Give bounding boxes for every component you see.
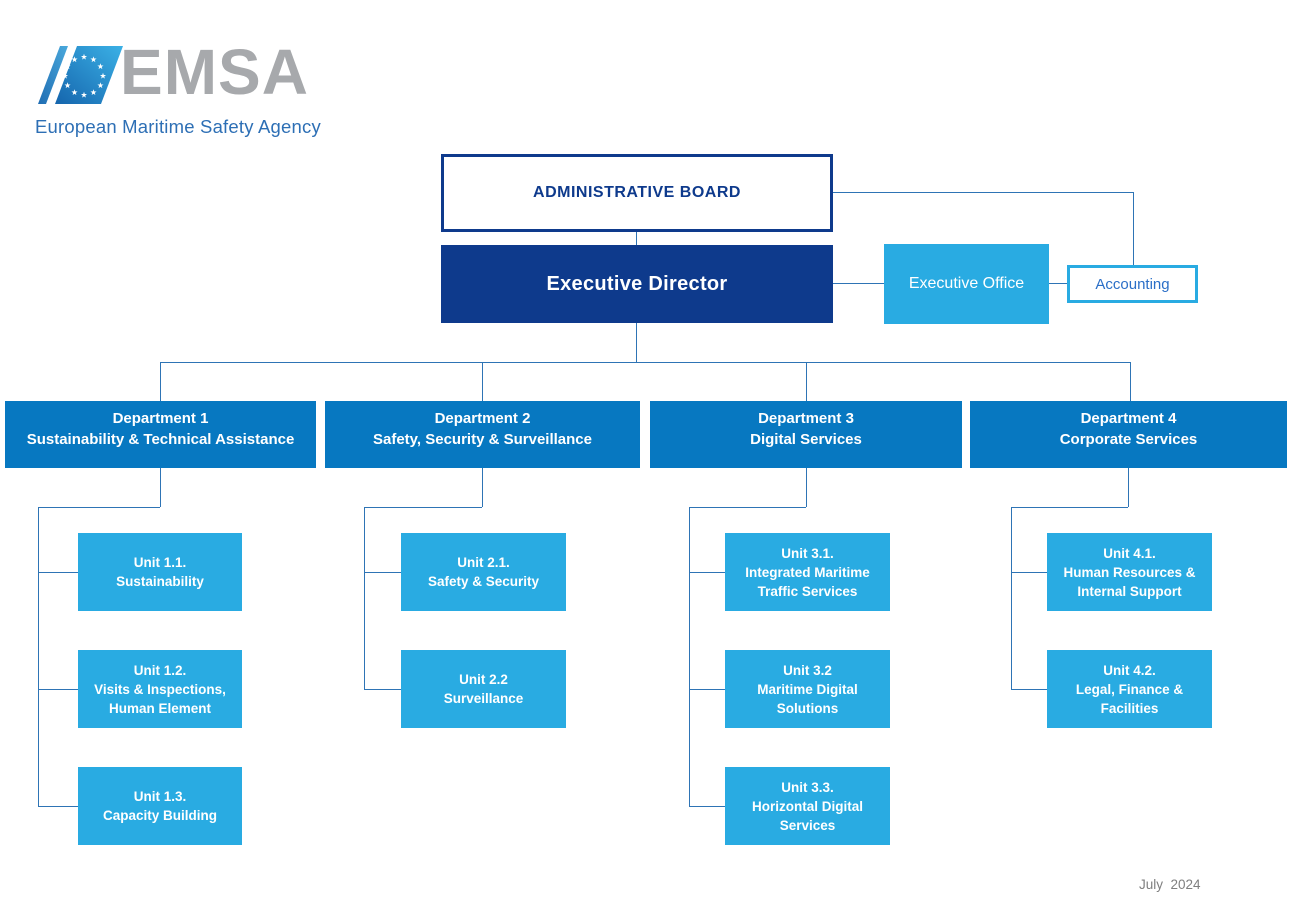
connector-line	[38, 507, 160, 508]
connector-line	[38, 572, 78, 573]
department-4-subtitle: Corporate Services	[1059, 431, 1198, 448]
connector-line	[1011, 507, 1012, 689]
logo-tagline: European Maritime Safety Agency	[35, 116, 321, 137]
department-1-box: Department 1 Sustainability & Technical …	[5, 401, 316, 468]
administrative-board-label: ADMINISTRATIVE BOARD	[533, 184, 741, 201]
connector-line	[364, 689, 401, 690]
department-1-title: Department 1	[112, 410, 209, 427]
department-4-title: Department 4	[1080, 410, 1177, 427]
connector-line	[364, 572, 401, 573]
connector-line	[1133, 192, 1134, 265]
department-3-title: Department 3	[758, 410, 854, 427]
unit-1-2-box: Unit 1.2. Visits & Inspections, Human El…	[78, 650, 242, 728]
accounting-box: Accounting	[1067, 265, 1198, 303]
connector-line	[1049, 283, 1067, 284]
connector-line	[1128, 468, 1129, 507]
connector-line	[1011, 572, 1047, 573]
unit-4-1-box: Unit 4.1. Human Resources & Internal Sup…	[1047, 533, 1212, 611]
connector-line	[833, 192, 1133, 193]
department-2-subtitle: Safety, Security & Surveillance	[373, 431, 592, 448]
department-1-subtitle: Sustainability & Technical Assistance	[26, 431, 295, 448]
logo-acronym: EMSA	[120, 36, 309, 108]
connector-line	[689, 507, 806, 508]
connector-line	[833, 283, 884, 284]
connector-line	[689, 507, 690, 806]
unit-3-2-box: Unit 3.2 Maritime Digital Solutions	[725, 650, 890, 728]
unit-3-3-box: Unit 3.3. Horizontal Digital Services	[725, 767, 890, 845]
connector-line	[1011, 507, 1128, 508]
footer-date: July 2024	[1139, 877, 1201, 892]
connector-line	[689, 689, 725, 690]
unit-2-1-box: Unit 2.1. Safety & Security	[401, 533, 566, 611]
administrative-board-box: ADMINISTRATIVE BOARD	[441, 154, 833, 232]
connector-line	[38, 507, 39, 806]
executive-office-box: Executive Office	[884, 244, 1049, 324]
connector-line	[160, 362, 1131, 363]
connector-line	[806, 362, 807, 401]
connector-line	[636, 323, 637, 362]
connector-line	[689, 572, 725, 573]
connector-line	[482, 468, 483, 507]
connector-line	[1011, 689, 1047, 690]
unit-4-2-box: Unit 4.2. Legal, Finance & Facilities	[1047, 650, 1212, 728]
connector-line	[1130, 362, 1131, 401]
executive-director-label: Executive Director	[546, 272, 728, 295]
connector-line	[38, 689, 78, 690]
connector-line	[160, 468, 161, 507]
department-4-box: Department 4 Corporate Services	[970, 401, 1287, 468]
department-2-box: Department 2 Safety, Security & Surveill…	[325, 401, 640, 468]
connector-line	[364, 507, 482, 508]
executive-director-box: Executive Director	[441, 245, 833, 323]
department-3-box: Department 3 Digital Services	[650, 401, 962, 468]
connector-line	[364, 507, 365, 689]
connector-line	[636, 232, 637, 245]
department-3-subtitle: Digital Services	[750, 431, 862, 448]
connector-line	[160, 362, 161, 401]
eu-stars-parallelogram-icon	[38, 46, 123, 104]
accounting-label: Accounting	[1095, 275, 1170, 293]
executive-office-label: Executive Office	[908, 275, 1025, 292]
unit-3-1-box: Unit 3.1. Integrated Maritime Traffic Se…	[725, 533, 890, 611]
unit-1-3-box: Unit 1.3. Capacity Building	[78, 767, 242, 845]
department-2-title: Department 2	[434, 410, 531, 427]
connector-line	[482, 362, 483, 401]
unit-1-1-box: Unit 1.1. Sustainability	[78, 533, 242, 611]
unit-2-2-box: Unit 2.2 Surveillance	[401, 650, 566, 728]
connector-line	[689, 806, 725, 807]
connector-line	[38, 806, 78, 807]
connector-line	[806, 468, 807, 507]
